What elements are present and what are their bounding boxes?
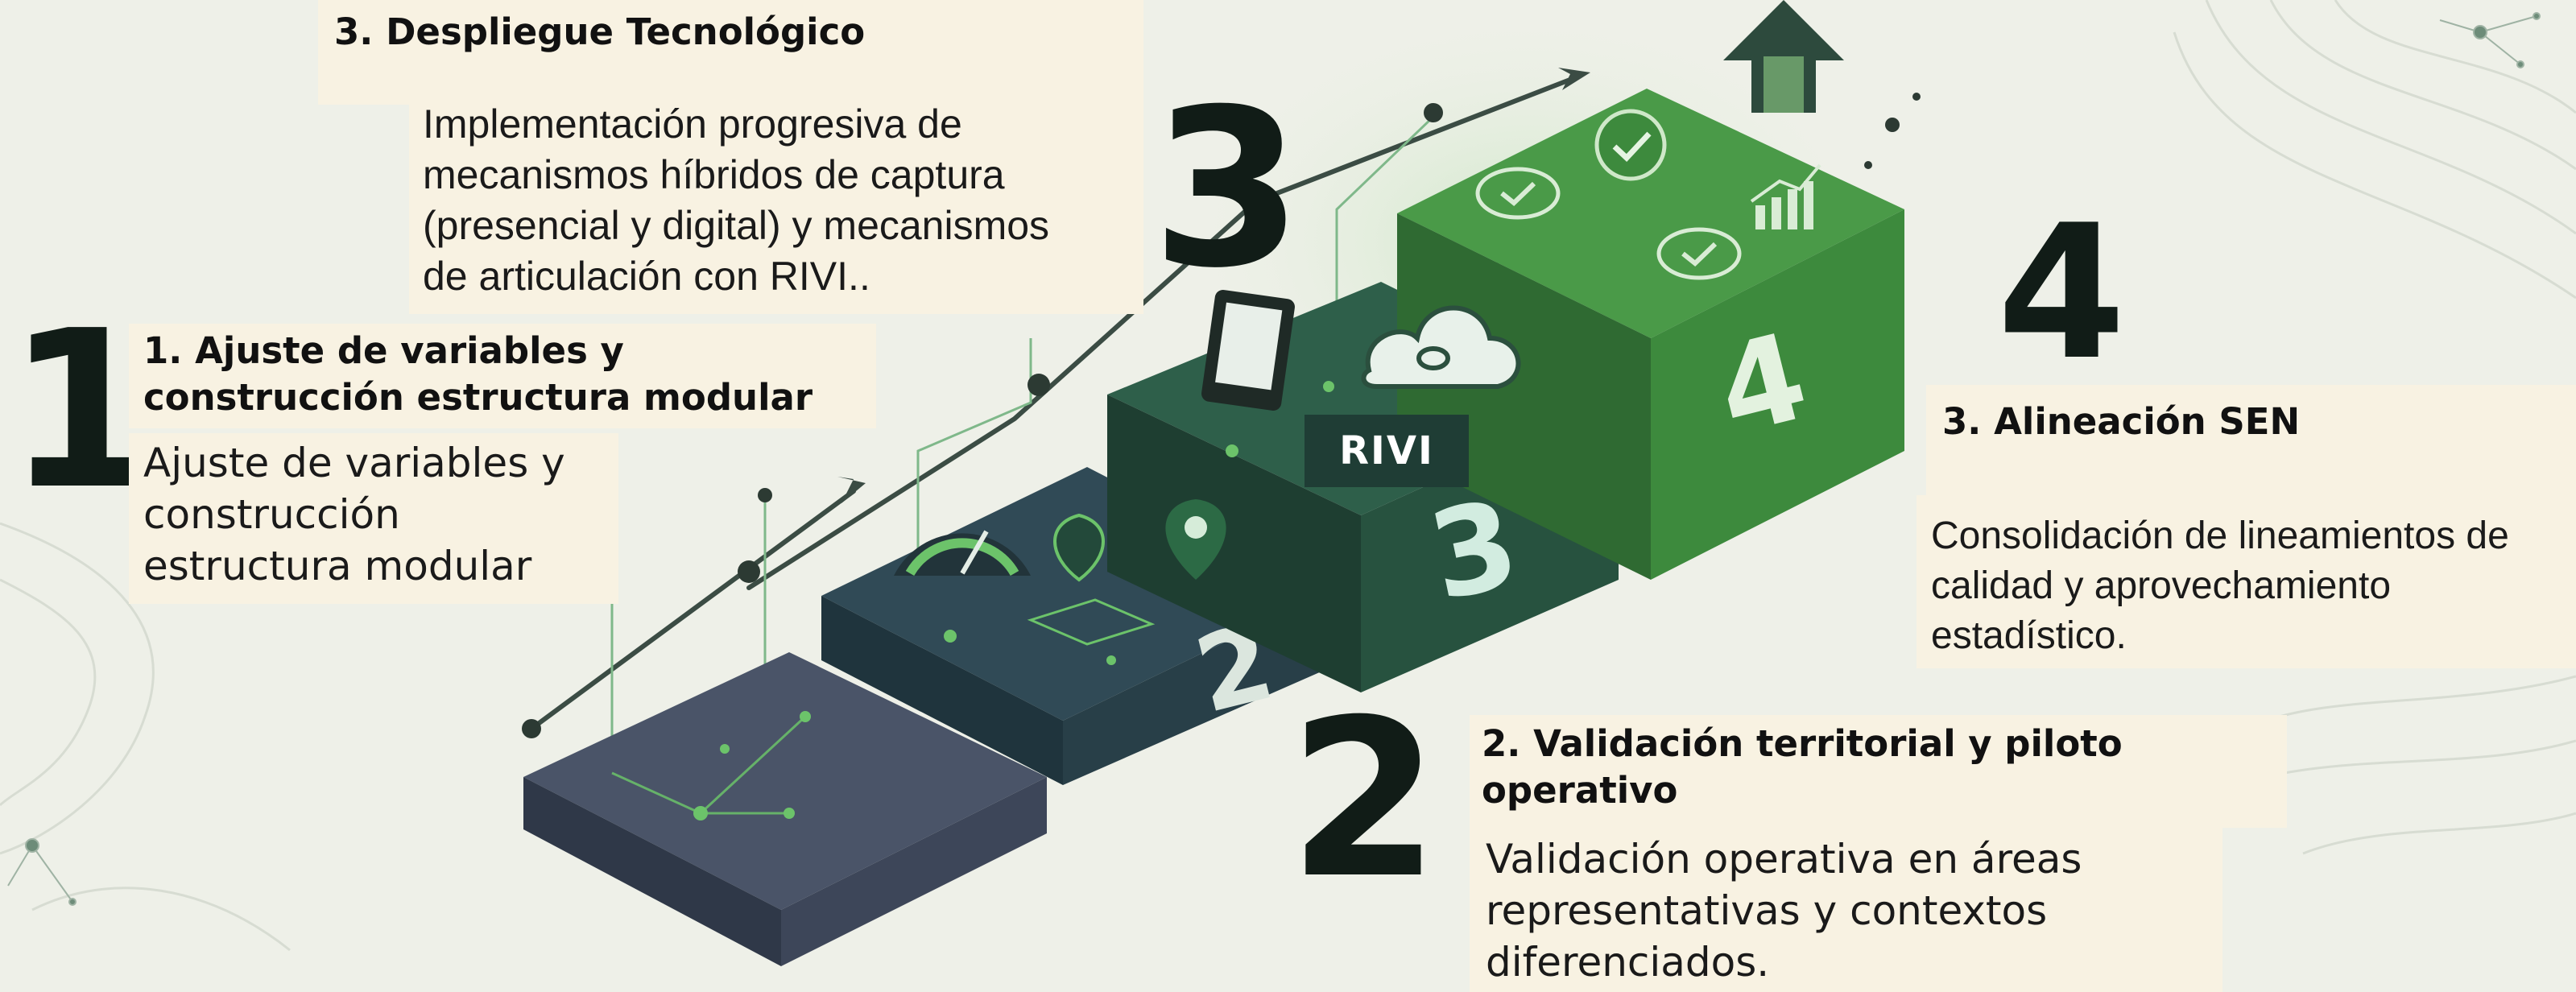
stage-3-title: 3. Despliegue Tecnológico	[334, 10, 866, 53]
stage-2-title-card	[1470, 715, 2287, 828]
map-pin-icon	[1027, 513, 1156, 646]
bar-chart-icon	[1750, 163, 1821, 229]
stage-1-title: 1. Ajuste de variables y construcción es…	[143, 329, 813, 419]
network-dots	[7, 12, 2541, 906]
stage-4-title: 3. Alineación SEN	[1942, 400, 2301, 443]
stage-1-title-card	[129, 324, 876, 428]
rivi-label: RIVI	[1305, 415, 1469, 487]
gauge-icon	[894, 530, 1031, 577]
stage-2-body: Validación operativa en áreas representa…	[1486, 836, 2082, 986]
stage-3-body-card	[409, 97, 1143, 314]
stage-4-body-card	[1916, 495, 2576, 668]
stage-4-big-number: 4	[1997, 186, 2127, 401]
check-circle-icon	[1475, 167, 1742, 280]
arrow-up-icon	[1723, 0, 1844, 113]
badge-check-icon	[1594, 109, 1667, 181]
contour-lines	[0, 0, 2576, 952]
stage-1-body: Ajuste de variables y construcción estru…	[143, 440, 565, 589]
stage-4-body: Consolidación de lineamientos de calidad…	[1931, 515, 2509, 657]
stage-3-body: Implementación progresiva de mecanismos …	[423, 101, 1050, 299]
location-pin-icon	[1165, 499, 1226, 580]
stage-2-big-number: 2	[1288, 672, 1440, 926]
cloud-link-icon	[1361, 305, 1521, 389]
stage-3-title-card	[318, 0, 1143, 105]
stage-2-title: 2. Validación territorial y piloto opera…	[1482, 722, 2123, 812]
stage-1-body-card	[129, 433, 618, 604]
stage-3-big-number: 3	[1152, 62, 1303, 316]
stage-2-body-card	[1470, 825, 2222, 992]
step-4-block: 4	[1397, 89, 1904, 580]
tablet-icon	[1201, 290, 1295, 411]
stage-4-title-card	[1926, 385, 2576, 498]
step-1-block	[523, 652, 1047, 966]
